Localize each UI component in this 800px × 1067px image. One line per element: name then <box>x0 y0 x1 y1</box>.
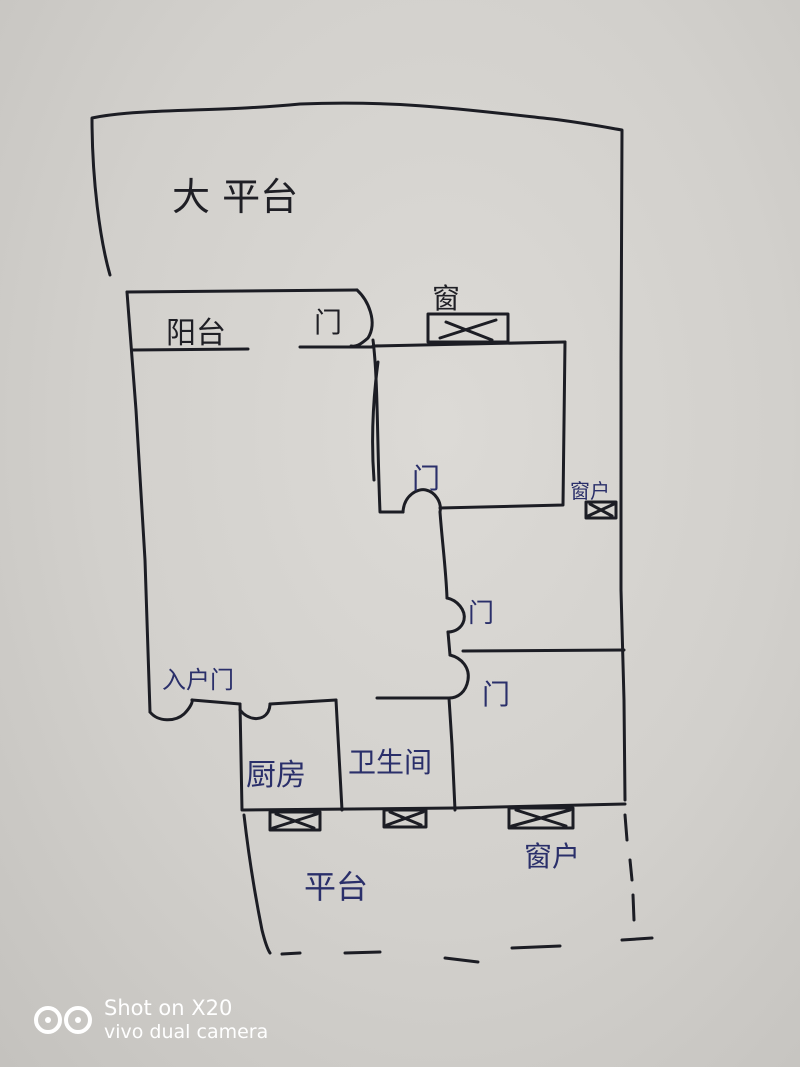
bedroom1-wall-right <box>438 340 567 510</box>
bottom-wall <box>241 802 627 812</box>
kitchen-window-frame <box>268 810 322 832</box>
bedroom3-door-label: 门 <box>482 678 510 711</box>
kitchen-right-wall <box>334 698 344 812</box>
right-outer-wall <box>619 498 627 802</box>
outer-wall-top <box>125 288 359 294</box>
entrance-door-arc <box>148 698 194 722</box>
bedroom1-wall-left <box>371 338 405 514</box>
camera-watermark: Shot on X20 vivo dual camera <box>34 996 268 1044</box>
bedroom1-door-arc <box>401 488 442 514</box>
right-window-frame <box>584 500 618 520</box>
right-window-cross <box>586 502 616 518</box>
corridor-wall-lower <box>446 630 452 657</box>
bedroom3-window-frame <box>507 806 575 830</box>
balcony-door-label: 门 <box>314 306 342 339</box>
bedroom1-door-label: 门 <box>412 462 440 495</box>
kitchen-door-arc <box>238 702 272 720</box>
bedroom1-wall-top <box>371 340 567 348</box>
bedroom3-left-wall <box>447 696 457 812</box>
bedroom1-wall-inner <box>371 360 380 482</box>
middle-door-label: 门 <box>468 599 494 629</box>
lower-terrace-dash <box>280 936 654 964</box>
bathroom-label: 卫生间 <box>348 746 432 779</box>
top-window-label: 窗 <box>432 282 460 315</box>
kitchen-window-cross <box>271 812 319 830</box>
lower-terrace-right-dash <box>623 813 636 922</box>
lower-terrace-left <box>242 813 272 955</box>
camera-logo-icon <box>34 1005 92 1034</box>
balcony-label: 阳台 <box>166 316 226 351</box>
top-window-cross <box>438 318 498 342</box>
middle-door-arc <box>445 596 466 634</box>
kitchen-top-wall <box>268 698 338 706</box>
terrace-label: 平台 <box>304 868 368 906</box>
kitchen-label: 厨房 <box>246 758 306 793</box>
kitchen-left-wall <box>238 702 244 812</box>
bathroom-window-cross <box>385 810 425 827</box>
corridor-wall <box>438 510 449 600</box>
big-terrace-label: 大 平台 <box>172 175 298 219</box>
big-terrace-outline <box>90 101 624 502</box>
watermark-line1: Shot on X20 <box>104 996 233 1020</box>
outer-wall-left <box>125 290 152 714</box>
entrance-wall <box>190 698 242 706</box>
balcony-door-swing <box>349 288 374 348</box>
bathroom-window-frame <box>382 808 428 829</box>
watermark-line2: vivo dual camera <box>104 1021 269 1044</box>
balcony-rail-left <box>131 347 250 352</box>
top-window-frame <box>426 312 510 344</box>
right-window-label: 窗户 <box>570 479 610 503</box>
entrance-door-label: 入户门 <box>162 666 234 694</box>
bedroom3-window-cross <box>510 808 572 828</box>
bottom-window-label: 窗户 <box>524 840 580 873</box>
bedroom2-bottom-wall <box>461 648 626 653</box>
bedroom3-door-arc <box>447 653 470 700</box>
